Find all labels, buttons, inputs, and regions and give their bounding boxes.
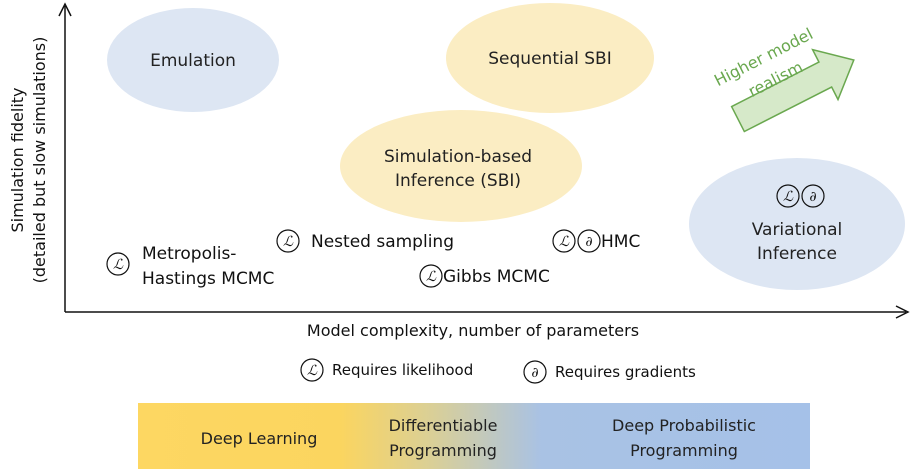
band-diff-line2: Programming [389,441,497,460]
emulation-label: Emulation [150,51,236,71]
band-diff-line1: Differentiable [389,416,498,435]
nested-sampling-label: Nested sampling [311,232,454,252]
hmc-likelihood-glyph: ℒ [559,234,570,250]
sbi-region [340,110,582,222]
x-axis-arrowhead [895,305,910,319]
variational-label-line1: Variational [752,220,843,240]
band-prob-line2: Programming [630,441,738,460]
sequential-sbi-label: Sequential SBI [488,49,611,69]
sbi-label-line1: Simulation-based [384,147,532,167]
gradient-symbol [801,184,825,208]
programming-band [138,403,810,469]
gradient-symbol-glyph: ∂ [809,189,816,205]
gibbs-likelihood-glyph: ℒ [426,269,437,285]
nested-likelihood-icon [276,229,300,253]
y-axis-label-line1: Simulation fidelity [8,87,27,232]
variational-label-line2: Inference [757,244,837,264]
gibbs-mcmc-label: Gibbs MCMC [443,267,550,287]
legend-likelihood-label: Requires likelihood [332,361,473,379]
likelihood-symbol-glyph: ℒ [783,189,794,205]
legend-likelihood-glyph: ℒ [307,363,318,379]
legend-likelihood-icon [300,358,324,382]
hmc-label: HMC [601,232,640,252]
likelihood-symbol [776,184,800,208]
higher-realism-arrow [730,48,855,133]
band-deep-learning: Deep Learning [201,429,318,448]
y-axis-arrowhead [58,2,72,17]
hmc-gradient-glyph: ∂ [585,234,592,250]
mh-likelihood-glyph: ℒ [113,257,124,273]
x-axis-label: Model complexity, number of parameters [307,321,639,340]
legend-gradient-icon [523,360,547,384]
gibbs-likelihood-icon [419,264,443,288]
mh-label-line1: Metropolis- [142,244,236,264]
legend-gradient-glyph: ∂ [531,365,538,381]
sequential-sbi-region [446,3,654,113]
mh-label-line2: Hastings MCMC [142,269,274,289]
sbi-label-line2: Inference (SBI) [395,171,521,191]
emulation-region [107,8,279,112]
variational-inference-region [689,158,905,290]
mh-likelihood-icon [106,252,130,276]
hmc-likelihood-icon [552,229,576,253]
y-axis-label-line2: (detailed but slow simulations) [30,37,49,284]
hmc-gradient-icon [577,229,601,253]
band-prob-line1: Deep Probabilistic [612,416,756,435]
nested-likelihood-glyph: ℒ [283,234,294,250]
legend-gradients-label: Requires gradients [555,363,696,381]
